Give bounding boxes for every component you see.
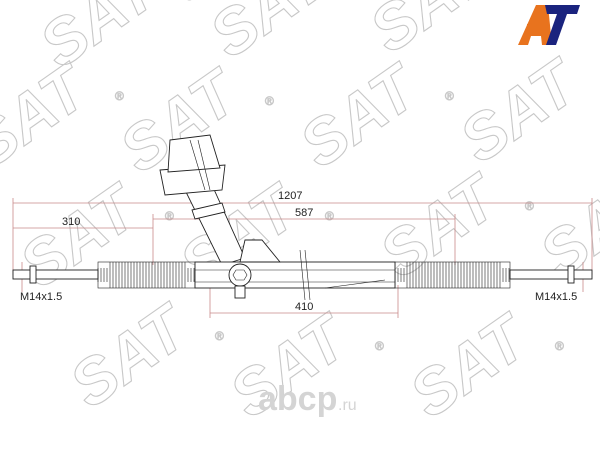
dimension-housing-label: 587 bbox=[295, 207, 313, 219]
abcp-watermark-text: abcp bbox=[258, 380, 337, 418]
registered-mark: ® bbox=[165, 209, 174, 223]
thread-right-label: M14x1.5 bbox=[535, 291, 577, 303]
brand-logo bbox=[518, 5, 580, 45]
registered-mark: ® bbox=[265, 94, 274, 108]
abcp-watermark-suffix: .ru bbox=[338, 397, 357, 414]
sat-watermark: SAT bbox=[197, 0, 343, 71]
registered-mark: ® bbox=[325, 209, 334, 223]
steering-rack bbox=[12, 134, 593, 301]
registered-mark: ® bbox=[445, 89, 454, 103]
dimension-overall-label: 1207 bbox=[278, 190, 302, 202]
dimension-center-label: 410 bbox=[295, 301, 313, 313]
registered-mark: ® bbox=[115, 89, 124, 103]
registered-mark: ® bbox=[375, 339, 384, 353]
registered-mark: ® bbox=[555, 339, 564, 353]
rubber-boot bbox=[394, 261, 511, 289]
dimension-lines bbox=[12, 198, 593, 318]
sat-watermark: SAT bbox=[57, 289, 203, 421]
thread-left-label: M14x1.5 bbox=[20, 291, 62, 303]
dimension-left-offset-label: 310 bbox=[62, 216, 80, 228]
registered-mark: ® bbox=[185, 0, 194, 3]
registered-mark: ® bbox=[215, 329, 224, 343]
rubber-boot bbox=[97, 261, 196, 289]
sat-watermark: SAT bbox=[397, 299, 543, 431]
sat-watermark: SAT bbox=[447, 44, 593, 176]
sat-watermark: SAT bbox=[287, 49, 433, 181]
abcp-watermark: abcp .ru bbox=[258, 380, 357, 418]
sat-watermark: SAT bbox=[0, 49, 103, 181]
sat-watermark: SAT bbox=[357, 0, 503, 66]
registered-mark: ® bbox=[525, 199, 534, 213]
